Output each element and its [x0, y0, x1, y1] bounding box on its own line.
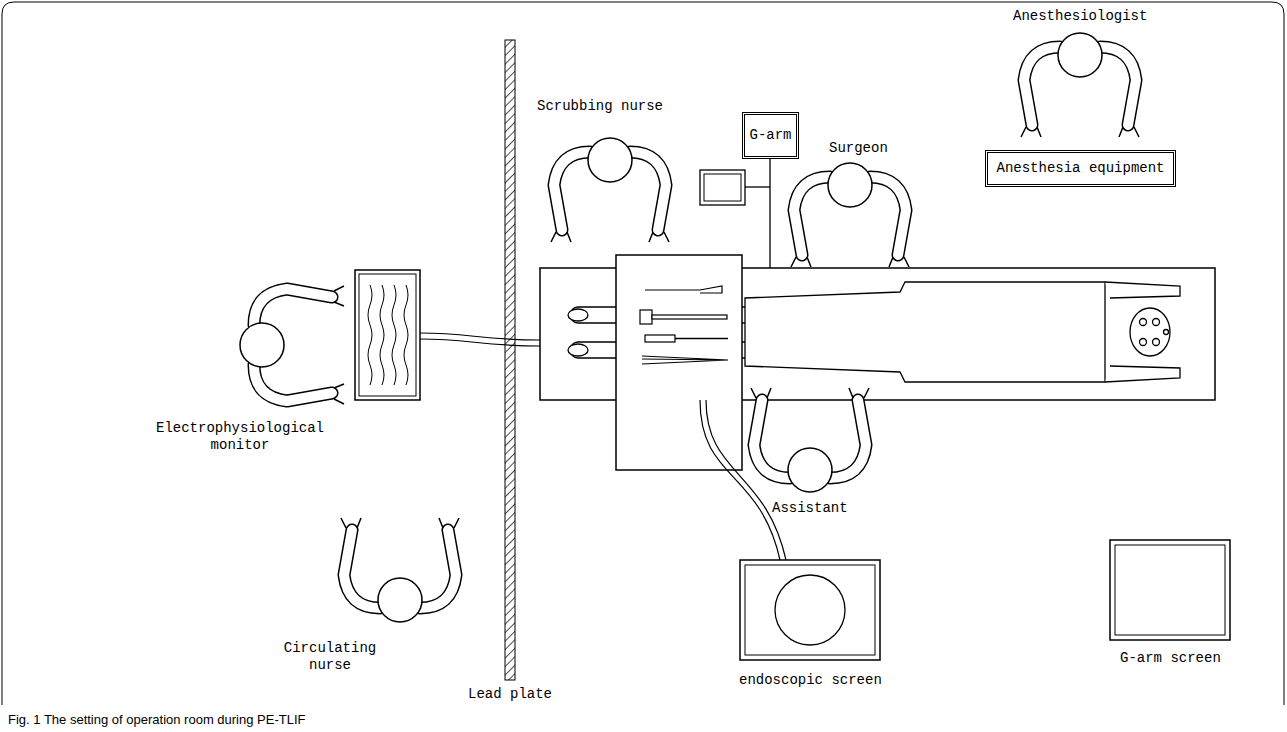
electrophysiological-monitor: [355, 270, 420, 400]
lead-plate: [505, 40, 515, 680]
figure-frame: [2, 2, 1284, 705]
assistant-figure: [751, 388, 869, 492]
g-arm-box: G-arm: [742, 112, 799, 159]
role-label: Electrophysiological monitor: [150, 420, 330, 454]
part-label: Lead plate: [468, 686, 552, 703]
node-text: G-arm: [749, 127, 791, 144]
monitor-operator-figure: [240, 286, 344, 404]
part-label: endoscopic screen: [739, 672, 882, 689]
role-label: Anesthesiologist: [1013, 8, 1147, 25]
g-arm-screen: [1110, 540, 1230, 640]
role-label: Scrubbing nurse: [537, 98, 663, 115]
role-label: Surgeon: [829, 140, 888, 157]
g-arm-bracket: [745, 186, 770, 187]
g-arm-monitor: [700, 170, 745, 205]
endoscopic-screen: [740, 560, 880, 660]
g-arm-stand: [769, 158, 770, 268]
figure-caption: Fig. 1 The setting of operation room dur…: [8, 712, 305, 728]
surgeon-figure: [791, 163, 909, 267]
part-label: G-arm screen: [1120, 650, 1221, 667]
role-label: Assistant: [772, 500, 848, 517]
role-label: Circulating nurse: [270, 640, 390, 674]
scrubbing-nurse-figure: [551, 138, 669, 242]
equipment-box: Anesthesia equipment: [985, 150, 1176, 187]
node-text: Anesthesia equipment: [996, 160, 1164, 177]
instrument-tray: [616, 255, 742, 470]
circulating-nurse-figure: [341, 518, 459, 622]
monitor-cable: [420, 333, 540, 346]
anesthesiologist-figure: [1021, 33, 1139, 137]
